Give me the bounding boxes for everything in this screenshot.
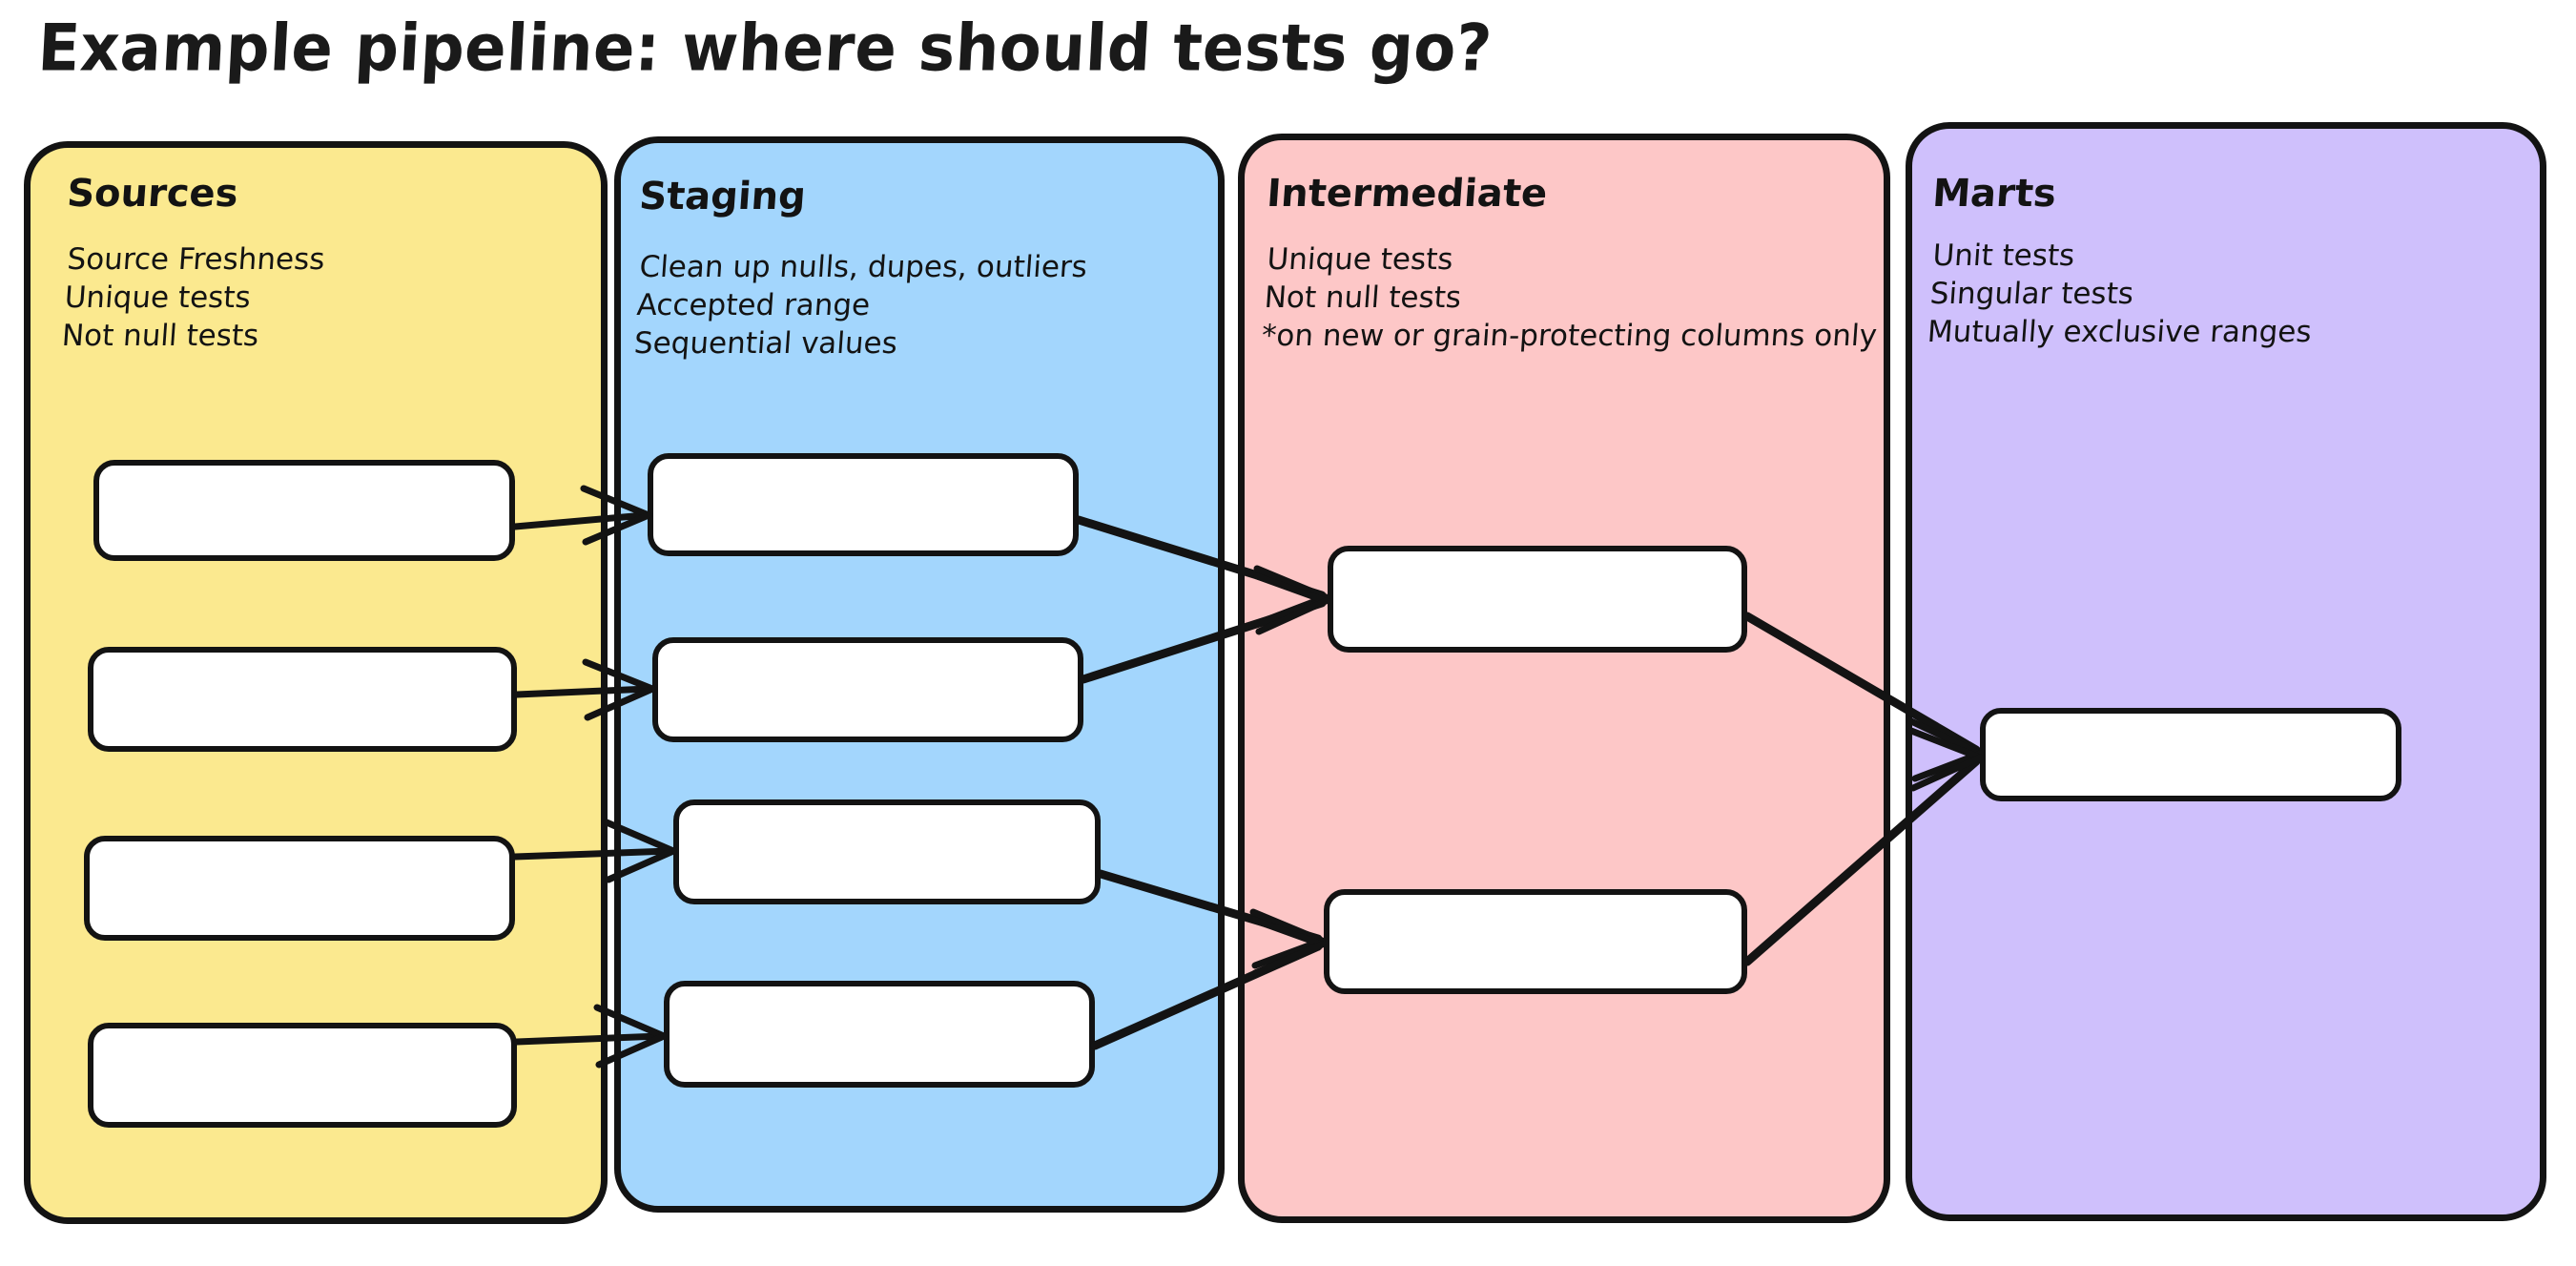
column-title-staging: Staging [637, 175, 808, 218]
page-title: Example pipeline: where should tests go? [35, 11, 1494, 87]
column-line: Unique tests [1266, 242, 1454, 277]
column-lines-sources: Source Freshness Unique tests Not null t… [61, 240, 326, 355]
sources-node-3[interactable] [84, 836, 515, 941]
staging-node-1[interactable] [648, 453, 1079, 556]
column-line: Singular tests [1928, 277, 2135, 311]
column-line: Unit tests [1931, 239, 2076, 273]
column-title-marts: Marts [1930, 172, 2058, 216]
column-line: *on new or grain-protecting columns only [1260, 319, 1879, 353]
column-line: Not null tests [60, 319, 260, 353]
sources-node-4[interactable] [88, 1023, 517, 1128]
staging-node-2[interactable] [652, 637, 1083, 742]
column-line: Mutually exclusive ranges [1926, 315, 2313, 349]
column-title-sources: Sources [65, 172, 240, 216]
column-panel-marts[interactable] [1906, 122, 2546, 1221]
intermediate-node-2[interactable] [1324, 889, 1747, 994]
marts-node-1[interactable] [1980, 708, 2401, 801]
intermediate-node-1[interactable] [1328, 546, 1747, 653]
column-lines-marts: Unit tests Singular tests Mutually exclu… [1927, 237, 2318, 351]
column-lines-intermediate: Unique tests Not null tests *on new or g… [1261, 240, 1884, 355]
sources-node-1[interactable] [93, 460, 515, 561]
column-lines-staging: Clean up nulls, dupes, outliers Accepted… [633, 248, 1089, 363]
staging-node-4[interactable] [664, 981, 1095, 1088]
column-line: Clean up nulls, dupes, outliers [638, 250, 1089, 284]
sources-node-2[interactable] [88, 647, 517, 752]
staging-node-3[interactable] [673, 799, 1101, 904]
column-line: Source Freshness [66, 242, 326, 277]
column-line: Not null tests [1263, 280, 1463, 315]
column-line: Unique tests [63, 280, 252, 315]
column-title-intermediate: Intermediate [1265, 172, 1549, 216]
column-line: Sequential values [632, 326, 899, 361]
column-line: Accepted range [635, 288, 872, 322]
